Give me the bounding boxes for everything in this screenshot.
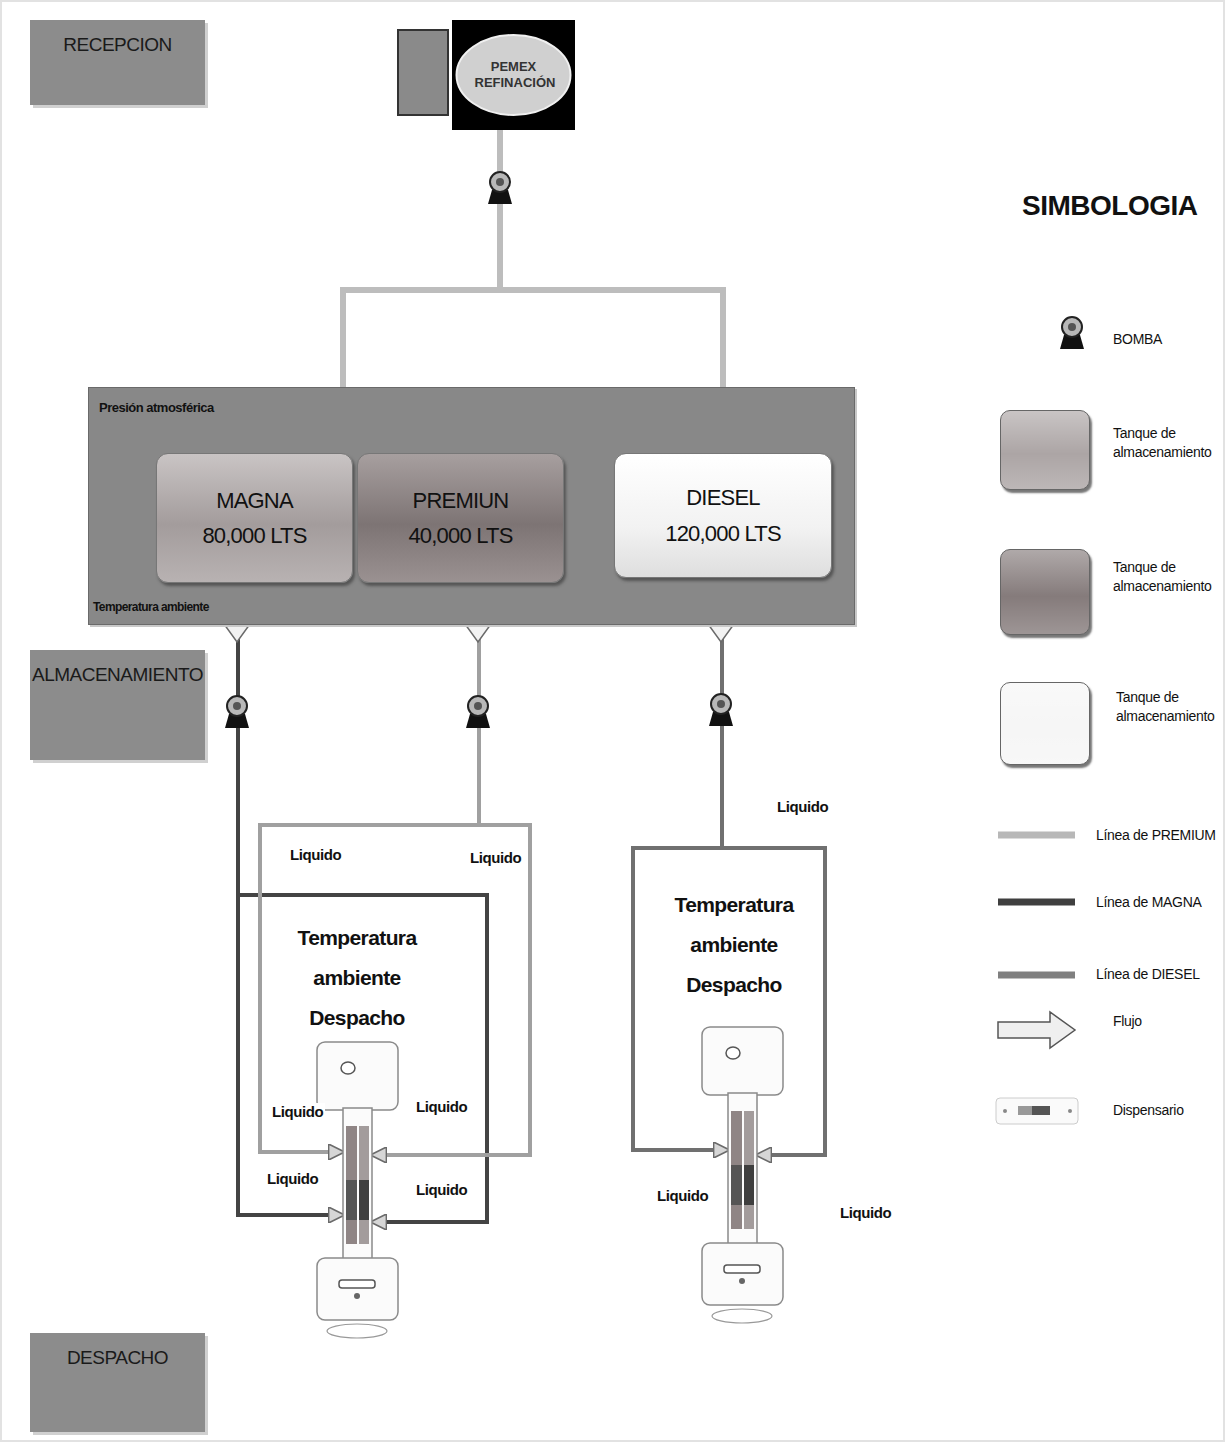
legend-swatch — [1000, 682, 1090, 765]
node-text: 80,000 LTS — [202, 518, 306, 553]
dispenser-bar — [359, 1126, 369, 1244]
flow-label: Liquido — [414, 1181, 469, 1198]
legend-text: BOMBA — [1113, 330, 1213, 349]
pipe-line — [238, 583, 343, 1215]
ellipse-outline — [457, 35, 571, 115]
dispenser: Temperatura ambiente Despacho — [645, 885, 823, 1305]
flow-label: Liquido — [655, 1187, 710, 1204]
legend-text: Dispensario — [1113, 1101, 1223, 1120]
legend-title: SIMBOLOGIA — [1020, 190, 1199, 222]
dispenser-bar — [731, 1165, 742, 1205]
dispenser-detail — [726, 1047, 740, 1059]
dispenser-foot — [712, 1309, 772, 1323]
flow-label: Liquido — [468, 849, 523, 866]
node-text: PEMEX REFINACIÓN — [475, 59, 553, 92]
node-text: MAGNA — [216, 483, 293, 518]
legend-text: Línea de MAGNA — [1096, 893, 1224, 912]
stage-band: ALMACENAMIENTO — [30, 650, 205, 760]
dispenser-head — [702, 1027, 783, 1095]
dispenser-icon — [315, 1040, 400, 1340]
pipe-line — [260, 583, 479, 1152]
legend-text: Flujo — [1113, 1012, 1213, 1031]
dispenser-bar — [346, 1180, 357, 1220]
dispenser-bar — [744, 1111, 754, 1229]
node-text: Temperatura ambiente Despacho — [667, 885, 802, 1005]
pipe-connector — [633, 578, 825, 1155]
storage-area: Presión atmosféricaTemperatura ambiente M… — [88, 387, 855, 625]
legend-text: Tanque de almacenamiento — [1116, 688, 1225, 726]
flow-label: Liquido — [838, 1204, 893, 1221]
flow-label: Liquido — [414, 1098, 469, 1115]
node-text: DIESEL — [686, 480, 759, 515]
dispenser-slot — [339, 1280, 375, 1288]
node-text: PREMIUN — [413, 483, 509, 518]
node-text: 40,000 LTS — [408, 518, 512, 553]
node-text: 120,000 LTS — [665, 516, 781, 551]
legend-swatch — [1000, 549, 1090, 635]
dispenser: Temperatura ambiente Despacho — [262, 918, 452, 1343]
pipe-connector — [260, 583, 530, 1155]
dispenser-detail — [341, 1062, 355, 1074]
pemex-block — [398, 30, 448, 115]
dispenser-icon — [700, 1025, 785, 1325]
legend-text: Tanque de almacenamiento — [1113, 424, 1223, 462]
dispenser-base — [317, 1258, 398, 1320]
legend-text: Línea de DIESEL — [1096, 965, 1224, 984]
flow-label: Liquido — [775, 798, 830, 815]
node-text: ALMACENAMIENTO — [32, 664, 203, 686]
node-text: RECEPCION — [63, 34, 171, 56]
flow-label: Liquido — [265, 1170, 320, 1187]
flow-label: Liquido — [270, 1103, 325, 1120]
storage-tank: MAGNA80,000 LTS — [156, 453, 353, 583]
dispenser-foot — [327, 1324, 387, 1338]
legend-text: Línea de PREMIUM — [1096, 826, 1224, 845]
storage-tank: PREMIUN40,000 LTS — [357, 453, 564, 583]
dispenser-slot — [724, 1265, 760, 1273]
dispenser-head — [317, 1042, 398, 1110]
legend-text: Tanque de almacenamiento — [1113, 558, 1223, 596]
node-text: Presión atmosférica — [99, 400, 214, 415]
dispenser-neck — [728, 1093, 757, 1245]
storage-tank: DIESEL120,000 LTS — [614, 453, 832, 578]
node-text: Temperatura ambiente Despacho — [290, 918, 425, 1038]
dispenser-bar — [359, 1180, 369, 1220]
dispenser-detail — [354, 1293, 360, 1299]
supplier-ellipse: PEMEX REFINACIÓN — [452, 20, 575, 130]
node-text: DESPACHO — [67, 1347, 168, 1369]
stage-band: RECEPCION — [30, 20, 205, 105]
legend-swatch — [1000, 410, 1090, 490]
legend-samples — [996, 835, 1078, 1124]
dispenser-neck — [343, 1108, 372, 1260]
flow-label: Liquido — [288, 846, 343, 863]
dispenser-bar — [744, 1165, 754, 1205]
stage-band: DESPACHO — [30, 1333, 205, 1432]
dispenser-detail — [739, 1278, 745, 1284]
dispenser-base — [702, 1243, 783, 1305]
dispenser-bar — [731, 1111, 742, 1229]
dispenser-bar — [346, 1126, 357, 1244]
node-text: Temperatura ambiente — [91, 600, 211, 614]
